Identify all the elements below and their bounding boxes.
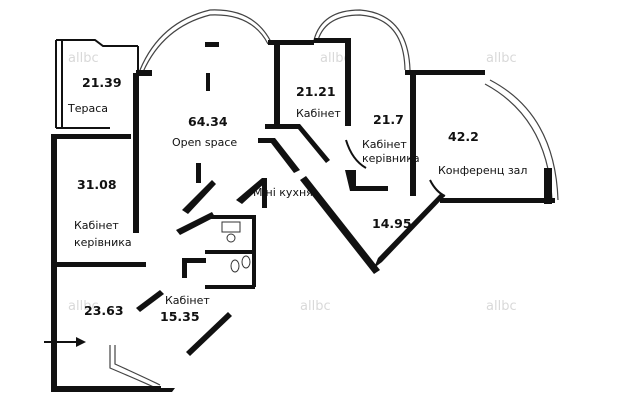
toilet-icon xyxy=(230,259,240,273)
terrace-outline xyxy=(55,39,139,129)
walls xyxy=(51,38,555,392)
room-area-head-office-2: 31.08 xyxy=(77,177,117,192)
room-area-office-2: 15.35 xyxy=(160,309,200,324)
watermark: allbc xyxy=(68,299,99,314)
entrance-arrow-icon xyxy=(44,337,86,347)
room-name-office-1: Кабінет xyxy=(296,107,341,120)
room-area-entrance: 23.63 xyxy=(84,303,124,318)
watermark: allbc xyxy=(486,51,517,66)
room-name-head-office-2-line1: Кабінет xyxy=(74,219,119,232)
room-name-office-2: Кабінет xyxy=(165,294,210,307)
sink-icon xyxy=(221,221,241,233)
door-arc xyxy=(429,179,446,197)
door-arc xyxy=(345,139,367,169)
watermark: allbc xyxy=(320,51,351,66)
room-name-terrace: Тераса xyxy=(67,102,108,115)
toilet-icon xyxy=(241,255,251,269)
room-area-office-1: 21.21 xyxy=(296,84,336,99)
room-name-conference: Конференц зал xyxy=(438,164,527,177)
room-name-head-office-1-line2: керівника xyxy=(362,152,420,165)
watermark: allbc xyxy=(486,299,517,314)
room-name-open-space: Open space xyxy=(172,136,237,149)
watermarks: allbc allbc allbc allbc allbc allbc xyxy=(68,51,517,314)
room-name-head-office-2-line2: керівника xyxy=(74,236,132,249)
room-area-head-office-1: 21.7 xyxy=(373,112,404,127)
room-area-terrace: 21.39 xyxy=(82,75,122,90)
room-area-hall: 14.95 xyxy=(372,216,412,231)
room-name-head-office-1-line1: Кабінет xyxy=(362,138,407,151)
sanitary-fixtures xyxy=(221,221,251,273)
room-name-kitchen: Міні кухня xyxy=(253,186,313,199)
room-area-conference: 42.2 xyxy=(448,129,479,144)
room-area-open-space: 64.34 xyxy=(188,114,228,129)
doors xyxy=(345,139,446,197)
sink-icon xyxy=(226,233,236,243)
watermark: allbc xyxy=(300,299,331,314)
room-labels: 21.39 Тераса 64.34 Open space 21.21 Кабі… xyxy=(67,75,527,324)
watermark: allbc xyxy=(68,51,99,66)
